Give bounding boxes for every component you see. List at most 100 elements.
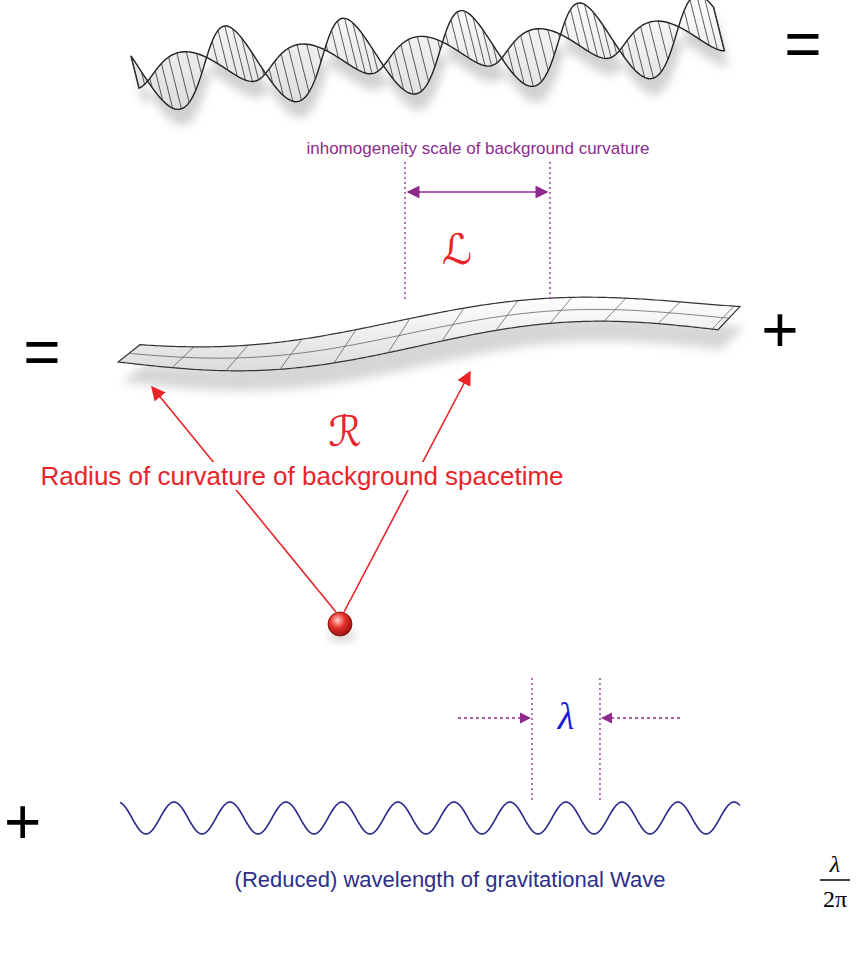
ribbon-hatch-line [684,11,690,33]
ribbon-hatch-line [508,50,514,75]
scale-guide [404,162,405,300]
ribbon-hatch-line [307,44,316,78]
ribbon-hatch-line [529,31,542,82]
radius-arrow [152,387,336,612]
ribbon-hatch-line [705,0,718,49]
ribbon-hatch-line [622,48,624,57]
ribbon-hatch-line [678,26,679,27]
scale-symbol: ℒ [442,229,472,271]
wavelength-label: (Reduced) wavelength of gravitational Wa… [233,868,668,892]
wave-ribbon [131,0,728,125]
ribbon-hatch-line [233,29,246,80]
ribbon-hatch-line [353,23,366,73]
ribbon-hatch-line [177,53,189,102]
ribbon-hatch-line [668,23,673,43]
ribbon-hatch-line [577,3,589,51]
ribbon-hatch-line [502,57,504,61]
wavelength-arrow [602,717,680,718]
ribbon-hatch-line [196,53,201,73]
fraction-bar [820,879,850,881]
ribbon-hatch-line [451,20,459,52]
ribbon-hatching [131,0,724,109]
wavelength-guide [531,678,532,800]
ribbon-hatch-line [548,30,554,55]
ribbon-hatch-line [332,30,339,57]
scale-arrow [408,191,547,193]
ribbon-hatch-line [417,37,428,82]
gravitational-wave [120,802,740,834]
ribbon-hatch-line [613,41,616,54]
fraction-denominator: 2π [823,887,847,911]
ribbon-hatch-line [269,69,273,84]
ribbon-hatch-line [409,39,422,91]
wavelength-arrow [458,717,530,718]
ribbon-hatch-line [585,4,598,56]
radius-arrow [344,372,470,612]
ribbon-hatch-line [345,18,358,69]
ribbon-hatch-line [206,57,207,58]
ribbon-hatch-line [372,48,378,71]
ribbon-body [131,0,724,109]
ribbon-hatch-line [389,59,394,79]
ribbon-hatch-line [493,45,497,63]
ribbon-hatch-line [438,40,440,50]
ribbon-hatch-line [281,54,293,101]
ribbon-hatch-line [155,71,162,101]
scale-guide [549,162,550,300]
ribbon-hatch-line [593,12,605,58]
fraction-numerator: λ [830,852,840,876]
ribbon-hatch-line [252,52,259,80]
equals-sign: = [784,12,821,76]
ribbon-hatch-line [161,63,172,108]
ribbon-hatch-line [212,41,218,63]
ribbon-hatch-line [297,45,309,92]
ribbon-hatch-line [394,52,404,90]
ribbon-hatch-line [445,33,448,45]
plus-sign: + [4,790,41,854]
ribbon-hatch-line [558,33,559,37]
ribbon-hatch-line [262,68,264,75]
radius-label: Radius of curvature of background spacet… [38,462,565,490]
sheet-grid [118,297,734,370]
ribbon-hatch-line [603,25,611,57]
ribbon-hatch-line [633,33,644,78]
ribbon-hatch-line [538,29,548,71]
wavelength-symbol: λ [558,697,574,735]
ribbon-hatch-line [565,22,569,39]
ribbon-hatch-line [649,22,661,71]
ribbon-hatch-line [150,78,152,87]
ribbon-hatch-line [465,11,478,63]
ribbon-hatch-line [658,21,668,59]
curvature-centre [328,612,352,636]
ribbon-hatch-line [473,17,485,66]
ribbon-hatch-line [225,26,238,76]
equals-sign: = [23,320,60,384]
radius-symbol: ℛ [328,411,362,453]
ribbon-hatch-line [362,33,372,73]
ribbon-hatch-line [697,0,710,45]
ribbon-hatch-line [317,47,321,62]
ribbon-hatch-line [186,52,196,90]
ribbon-hatch-line [570,10,579,46]
plus-sign: + [761,298,798,362]
ribbon-hatch-line [690,0,700,40]
ribbon-hatch-line [714,7,725,50]
ribbon-hatch-line [457,12,469,58]
ribbon-hatch-line [326,45,328,52]
ribbon-hatch-line [382,65,383,67]
ribbon-hatch-line [218,30,228,70]
sheet-grid-line [129,309,729,358]
ribbon-hatch-line [427,37,435,67]
ribbon-hatch-line [627,40,634,70]
scale-label: inhomogeneity scale of background curvat… [304,139,651,158]
ribbon-hatch-line [275,61,284,95]
ribbon-hatch-line [482,29,491,65]
ribbon-hatch-line [514,42,524,84]
wavelength-guide [599,678,600,800]
ribbon-hatch-line [141,72,144,85]
ribbon-hatch-line [242,38,253,81]
ribbon-hatch-line [131,56,139,88]
sheet-body [118,297,740,371]
